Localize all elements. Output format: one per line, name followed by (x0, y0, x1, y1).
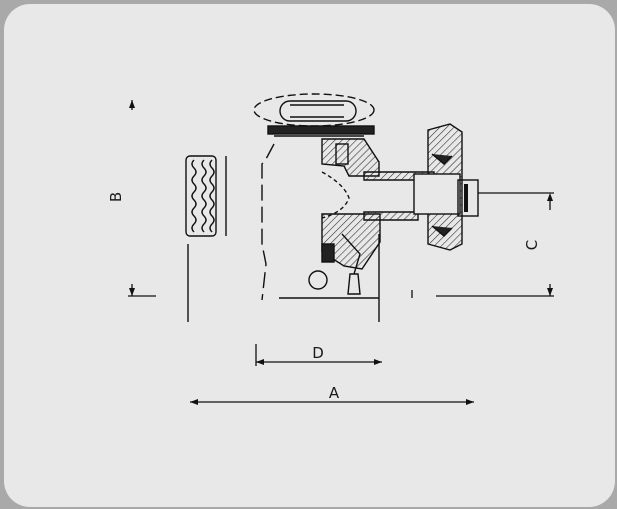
valve-body (185, 93, 479, 322)
dim-c-bottom-arrow (547, 288, 553, 296)
dim-a-right-arrow (466, 399, 474, 405)
handwheel (253, 93, 375, 137)
dim-d-right-arrow (374, 359, 382, 365)
dim-b-label: B (107, 192, 125, 202)
body-outline-left (261, 143, 275, 301)
seal-block (321, 243, 335, 263)
drawing-panel: B C D A (4, 4, 615, 507)
dim-c-top-arrow (547, 193, 553, 201)
dimension-arrows (129, 100, 553, 405)
disc-edge (341, 233, 361, 275)
drain-plug (308, 270, 328, 290)
union-nut (413, 123, 479, 251)
inlet-thread (185, 155, 227, 322)
stem-packing (335, 143, 349, 165)
dim-b-bottom-arrow (129, 288, 135, 296)
dim-b-top-arrow (129, 100, 135, 108)
dim-a-label: A (329, 384, 340, 402)
upper-seat-section (321, 138, 380, 177)
dim-a-left-arrow (190, 399, 198, 405)
valve-technical-drawing: B C D A (107, 93, 554, 405)
flow-channel (321, 171, 350, 219)
dim-d-left-arrow (256, 359, 264, 365)
outlet-lower-wall (363, 211, 419, 221)
dim-c-label: C (523, 240, 541, 250)
dim-d-label: D (312, 344, 324, 362)
spindle-tip (347, 273, 361, 295)
